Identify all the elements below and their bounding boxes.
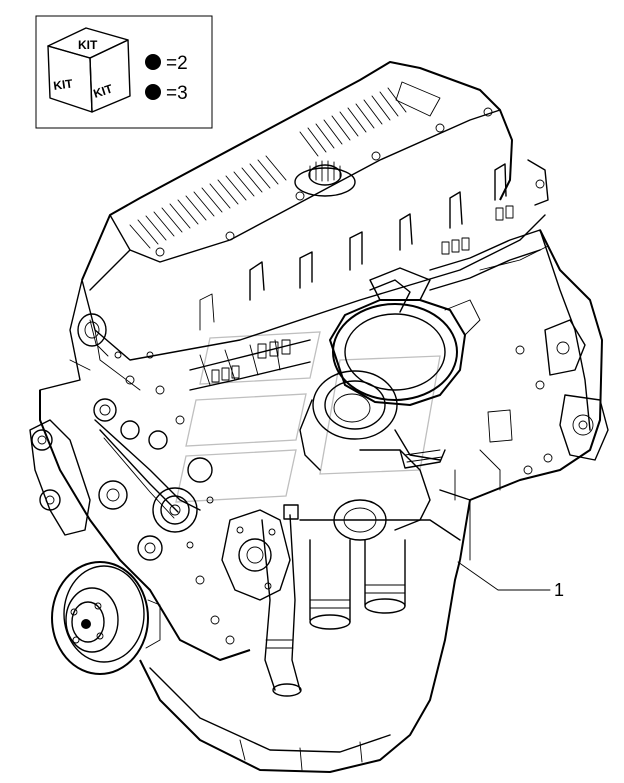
coolant-pipe	[261, 504, 302, 697]
kit-right-label: KIT	[92, 81, 115, 100]
front-lift-eye	[77, 313, 107, 347]
legend-dot-3	[145, 84, 161, 100]
intake-manifold	[189, 339, 311, 391]
kit-top-label: KIT	[78, 38, 98, 52]
callout-label-1: 1	[554, 580, 564, 600]
legend-frame	[35, 15, 213, 129]
water-pump	[221, 509, 291, 601]
rocker-cover	[81, 61, 513, 281]
legend-qty-2: =2	[166, 53, 188, 74]
oil-sump	[139, 559, 461, 773]
callout-1: 1	[457, 561, 564, 600]
injector-pipes	[199, 163, 507, 331]
legend-qty-3: =3	[166, 83, 188, 104]
front-cover-bolts	[114, 351, 235, 645]
lift-bracket	[527, 159, 549, 206]
belt-tensioner	[29, 398, 168, 536]
turbocharger	[299, 267, 481, 471]
watermark-logo	[175, 331, 441, 503]
cylinder-head	[81, 214, 546, 361]
legend-dot-2	[145, 54, 161, 70]
kit-legend: KIT KIT KIT =2 =3	[35, 15, 213, 129]
cover-bolts	[155, 107, 493, 257]
callout-leader-line	[457, 561, 551, 591]
exhaust-manifold	[369, 205, 541, 313]
idler-pulleys	[98, 457, 213, 561]
cover-ribs	[129, 81, 441, 249]
engine-assembly	[29, 61, 609, 773]
timing-cover	[39, 390, 251, 661]
engine-block	[459, 229, 603, 561]
oil-filler-cap	[294, 160, 356, 197]
oil-filters	[309, 539, 406, 630]
drive-belt	[94, 419, 201, 519]
kit-left-label: KIT	[52, 76, 74, 93]
crankshaft-pulley	[51, 561, 161, 675]
compressor-outlet	[333, 449, 446, 541]
flywheel-housing	[479, 229, 609, 475]
kit-cube-icon: KIT KIT KIT	[47, 27, 131, 113]
